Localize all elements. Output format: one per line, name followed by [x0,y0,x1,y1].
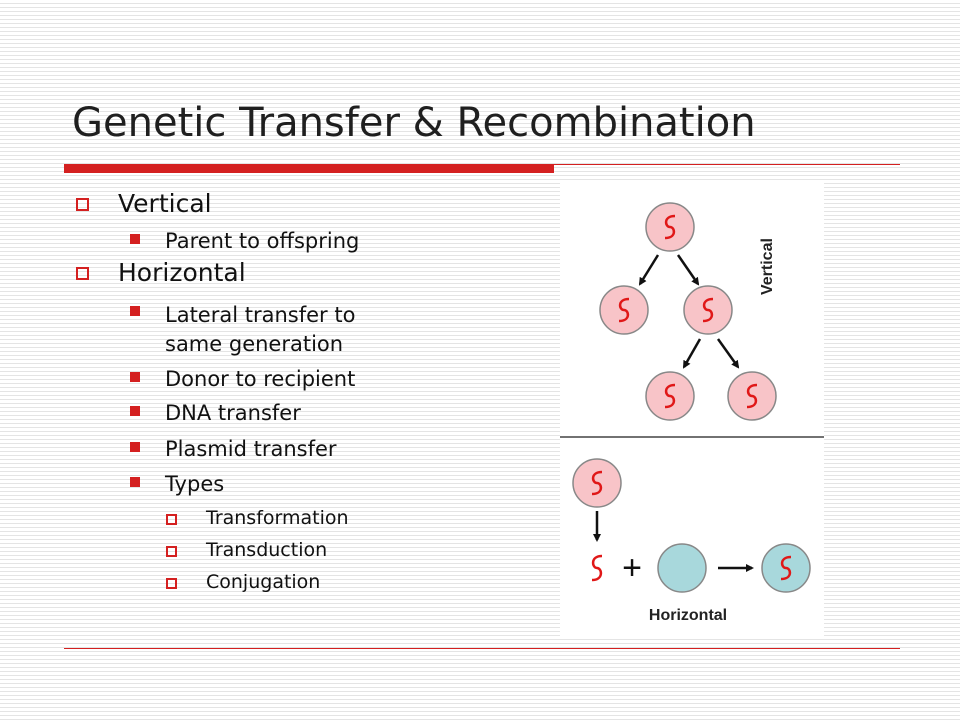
horizontal-label: Horizontal [649,607,727,624]
filled-square-bullet-icon [130,234,140,244]
horizontal-transfer-panel: + Horizontal [572,458,811,624]
title-underline-thick [64,164,554,173]
sub-bullet-types: Types [165,472,225,496]
gene-transfer-diagram-svg: Vertical + Horizontal [560,202,824,624]
sub-bullet-plasmid-transfer: Plasmid transfer [165,437,337,461]
gene-transfer-diagram: Vertical + Horizontal [560,183,824,638]
vertical-transfer-panel: Vertical [599,202,777,421]
hollow-square-bullet-icon [76,198,89,211]
offspring-cell-icon [599,285,649,335]
sub-bullet-lateral-transfer-cont: same generation [165,332,344,356]
arrow-icon [716,338,740,369]
offspring-cell-icon [727,371,777,421]
bullet-horizontal: Horizontal [118,258,246,287]
offspring-cell-icon [683,285,733,335]
hollow-square-bullet-icon [76,267,89,280]
recipient-cell-icon [657,543,707,593]
filled-square-bullet-icon [130,306,140,316]
hollow-square-bullet-icon [166,546,177,557]
parent-cell-icon [645,202,695,252]
offspring-cell-icon [645,371,695,421]
arrow-icon [682,338,702,369]
type-transformation: Transformation [206,507,349,529]
slide-title: Genetic Transfer & Recombination [72,100,756,146]
arrow-icon [676,254,700,286]
bottom-divider [64,648,900,649]
sub-bullet-donor-to-recipient: Donor to recipient [165,367,356,391]
plus-symbol: + [622,549,642,587]
free-dna-icon [591,554,603,582]
title-underline-thin [554,164,900,165]
bullet-vertical: Vertical [118,189,212,218]
filled-square-bullet-icon [130,406,140,416]
vertical-label: Vertical [759,238,776,295]
sub-bullet-dna-transfer: DNA transfer [165,401,301,425]
type-transduction: Transduction [206,539,328,561]
filled-square-bullet-icon [130,372,140,382]
arrow-icon [638,254,660,286]
donor-cell-icon [572,458,622,508]
sub-bullet-lateral-transfer: Lateral transfer to [165,303,356,327]
hollow-square-bullet-icon [166,514,177,525]
sub-bullet-parent-to-offspring: Parent to offspring [165,229,360,253]
filled-square-bullet-icon [130,477,140,487]
hollow-square-bullet-icon [166,578,177,589]
filled-square-bullet-icon [130,442,140,452]
type-conjugation: Conjugation [206,571,321,593]
recombinant-cell-icon [761,543,811,593]
